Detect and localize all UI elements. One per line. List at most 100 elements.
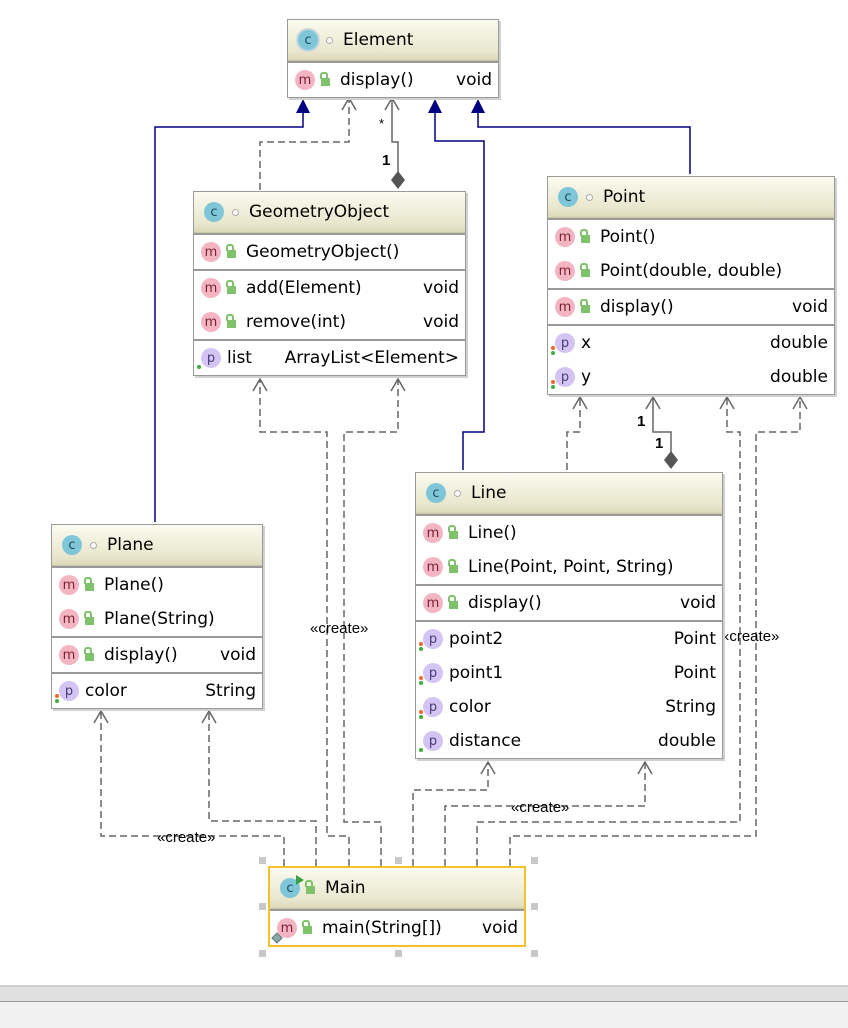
- constructor-row[interactable]: m Point(): [548, 220, 834, 254]
- field-icon: p: [551, 367, 575, 389]
- public-lock-icon: [84, 577, 94, 591]
- class-line[interactable]: c Line m Line() m Line(Point, Point, Str…: [415, 472, 723, 759]
- class-header[interactable]: c Element: [288, 20, 498, 61]
- method-row[interactable]: m main(String[]) void: [270, 911, 524, 945]
- constructor-row[interactable]: m Line(Point, Point, String): [416, 550, 722, 584]
- field-row[interactable]: p y double: [548, 360, 834, 394]
- class-name: GeometryObject: [249, 202, 390, 222]
- public-lock-icon: [305, 880, 315, 894]
- constructor-name: Point(double, double): [600, 261, 783, 281]
- field-type: double: [770, 367, 828, 387]
- field-type: ArrayList<Element>: [284, 348, 459, 368]
- public-lock-icon: [448, 559, 458, 573]
- method-type: void: [423, 278, 459, 298]
- arrowhead-main-geometry-1: [252, 377, 268, 392]
- field-row[interactable]: p point1 Point: [416, 656, 722, 690]
- class-main[interactable]: c Main m main(String[]) void: [268, 866, 526, 947]
- selection-handle[interactable]: [259, 950, 266, 957]
- edge-point-extends-element[interactable]: [477, 113, 691, 174]
- method-name: display(): [104, 645, 178, 665]
- class-element[interactable]: c Element m display() void: [287, 19, 499, 98]
- constructor-row[interactable]: m Plane(String): [52, 602, 262, 636]
- field-type: Point: [673, 629, 716, 649]
- class-geometry-object[interactable]: c GeometryObject m GeometryObject() m ad…: [193, 191, 466, 376]
- field-name: distance: [449, 731, 522, 751]
- edge-main-creates-plane-2[interactable]: [208, 711, 317, 866]
- field-row[interactable]: p x double: [548, 326, 834, 360]
- diagram-canvas[interactable]: «create» «create» «create» «create» * 1 …: [0, 0, 848, 985]
- field-name: list: [227, 348, 252, 368]
- class-header[interactable]: c GeometryObject: [194, 192, 465, 233]
- field-row[interactable]: p point2 Point: [416, 622, 722, 656]
- method-icon: m: [555, 261, 575, 281]
- private-dot: [551, 346, 555, 350]
- field-name: color: [85, 681, 127, 701]
- public-lock-icon: [226, 280, 236, 294]
- package-visibility-icon: [326, 36, 333, 44]
- selection-handle[interactable]: [395, 950, 402, 957]
- constructor-row[interactable]: m Line(): [416, 516, 722, 550]
- edge-geometry-aggregates-element[interactable]: [391, 98, 399, 172]
- method-icon: m: [59, 609, 79, 629]
- method-icon: m: [423, 593, 443, 613]
- field-row[interactable]: p color String: [416, 690, 722, 724]
- method-type: void: [482, 918, 518, 938]
- method-row[interactable]: m display() void: [548, 290, 834, 324]
- selection-handle[interactable]: [259, 903, 266, 910]
- field-name: x: [581, 333, 592, 353]
- class-icon: c: [426, 483, 446, 503]
- field-row[interactable]: p distance double: [416, 724, 722, 758]
- multiplicity-line-one: 1: [655, 435, 664, 452]
- method-row[interactable]: m display() void: [416, 586, 722, 620]
- field-icon-glyph: p: [428, 733, 438, 749]
- method-row[interactable]: m remove(int) void: [194, 305, 465, 339]
- field-icon-glyph: p: [64, 683, 74, 699]
- package-visibility-icon: [90, 541, 97, 549]
- edge-geometry-depends-element[interactable]: [259, 98, 350, 190]
- constructor-name: Plane(): [104, 575, 164, 595]
- edge-line-extends-element[interactable]: [434, 113, 485, 470]
- edge-main-creates-line-1[interactable]: [412, 762, 489, 866]
- class-name: Main: [325, 878, 366, 898]
- method-row[interactable]: m display() void: [52, 638, 262, 672]
- constructor-row[interactable]: m GeometryObject(): [194, 235, 465, 269]
- class-header[interactable]: c Plane: [52, 525, 262, 566]
- class-point[interactable]: c Point m Point() m Point(double, double…: [547, 176, 835, 395]
- arrowhead-main-geometry-2: [390, 377, 406, 392]
- selection-handle[interactable]: [531, 857, 538, 864]
- field-row[interactable]: p list ArrayList<Element>: [194, 341, 465, 375]
- arrowhead-line-point-dep: [572, 395, 588, 410]
- class-header[interactable]: c Line: [416, 473, 722, 514]
- class-plane[interactable]: c Plane m Plane() m Plane(String) m disp…: [51, 524, 263, 709]
- selection-handle[interactable]: [259, 857, 266, 864]
- edges-layer: [93, 96, 808, 866]
- edge-line-depends-point[interactable]: [566, 397, 581, 470]
- field-row[interactable]: p color String: [52, 674, 262, 708]
- constructor-row[interactable]: m Plane(): [52, 568, 262, 602]
- method-row[interactable]: m add(Element) void: [194, 271, 465, 305]
- edge-main-creates-geometry-1[interactable]: [259, 379, 350, 866]
- public-lock-icon: [580, 263, 590, 277]
- selection-handle[interactable]: [395, 857, 402, 864]
- arrowhead-point-element: [471, 99, 485, 113]
- edge-main-creates-geometry-2[interactable]: [343, 379, 399, 866]
- edge-main-creates-point-1[interactable]: [476, 397, 741, 866]
- method-row[interactable]: m display() void: [288, 63, 498, 97]
- selection-handle[interactable]: [531, 950, 538, 957]
- method-icon: m: [59, 575, 79, 595]
- method-icon: m: [295, 70, 315, 90]
- edge-main-creates-plane-1[interactable]: [100, 711, 285, 866]
- class-header[interactable]: c Main: [270, 868, 524, 909]
- public-lock-icon: [448, 595, 458, 609]
- edge-plane-extends-element[interactable]: [154, 113, 304, 522]
- constructor-name: Point(): [600, 227, 656, 247]
- edge-main-creates-line-2[interactable]: [444, 762, 646, 866]
- static-method-icon: m: [271, 918, 297, 944]
- method-icon: m: [59, 645, 79, 665]
- run-icon: [296, 875, 304, 885]
- class-header[interactable]: c Point: [548, 177, 834, 218]
- edge-line-aggregates-point[interactable]: [652, 397, 672, 452]
- selection-handle[interactable]: [531, 903, 538, 910]
- constructor-row[interactable]: m Point(double, double): [548, 254, 834, 288]
- edge-main-creates-point-2[interactable]: [509, 397, 801, 866]
